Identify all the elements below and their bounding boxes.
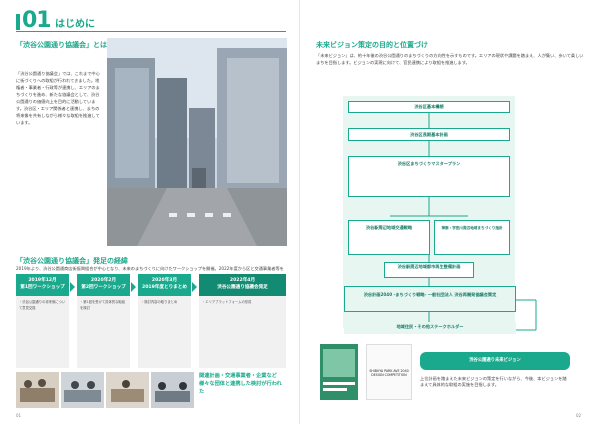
timeline-card-4: 2022年4月 渋谷公園通り協議会発足 ・エリアプラットフォームの形成 (199, 274, 286, 368)
section-title-history: 「渋谷公園通り協議会」発足の経緯 (16, 257, 128, 265)
box-stakeholders: 地域住民・その他ステークホルダー (344, 322, 516, 334)
box-jinnan-guideline: 神南・宇田川周辺地域まちづくり指針 (434, 220, 510, 255)
timeline-head-2: 2020年2月 第2回ワークショップ (77, 274, 130, 296)
workshop-photo-4 (151, 372, 194, 408)
book-cover-2: SHIBUYA PARK AVE 2040 DESIGN COMPETITION (366, 344, 412, 400)
timeline-arrow-3 (192, 282, 197, 292)
book-cover-2-title: SHIBUYA PARK AVE 2040 DESIGN COMPETITION (369, 369, 409, 377)
timeline-date-1: 2019年12月 (28, 278, 57, 283)
box-jinnan-guideline-label: 神南・宇田川周辺地域まちづくり指針 (441, 226, 503, 230)
section-body-council: 「渋谷公園通り協議会」では、これまで中心に街づくりへの取組が行われてきました。地… (16, 71, 100, 125)
box-master-plan-label: 渋谷区まちづくりマスタープラン (397, 161, 461, 166)
timeline-date-4: 2022年4月 (229, 278, 256, 283)
page-spine (299, 0, 300, 424)
history-note: 関連計画・交通事業者・企業など様々な団体と連携した検討が行われた (199, 373, 282, 395)
book-cover-1 (320, 344, 358, 400)
chapter-title: はじめに (55, 19, 95, 30)
timeline-card-1: 2019年12月 第1回ワークショップ ・渋谷公園通りの将来像について意見交換 (16, 274, 69, 368)
section-body-vision: 「未来ビジョン」は、約十年後の渋谷公園通りのまちづくりの方向性を示すものです。エ… (316, 53, 584, 65)
timeline-title-3: 2019年度とりまとめ (142, 284, 187, 290)
box-basic-plan: 渋谷区基本構想 (348, 101, 510, 113)
timeline-body-1: ・渋谷公園通りの将来像について意見交換 (19, 300, 66, 310)
header-rule (16, 31, 286, 32)
page-number-right: 02 (576, 413, 582, 418)
box-future-vision: 渋谷公園通り未来ビジョン (420, 352, 570, 370)
timeline-arrow-2 (131, 282, 136, 292)
box-shibuya-2040: 渋谷計画2040 -まちづくり戦略- 一般社団法人 渋谷再開発協議会策定 (344, 286, 516, 312)
timeline-card-2: 2020年2月 第2回ワークショップ ・第1回を受けて具体的な取組を検討 (77, 274, 130, 368)
box-urban-renewal: 渋谷駅周辺地域都市再生整備計画 (384, 262, 474, 278)
timeline-title-2: 第2回ワークショップ (81, 284, 126, 290)
section-body-history: 2019年より、渋谷公園通商店街振興組合が中心となり、未来のまちづくりに向けたワ… (16, 266, 284, 271)
timeline-title-1: 第1回ワークショップ (20, 284, 65, 290)
timeline-date-2: 2020年2月 (90, 278, 117, 283)
timeline-head-1: 2019年12月 第1回ワークショップ (16, 274, 69, 296)
box-traffic-strategy-label: 渋谷駅周辺地域交通戦略 (365, 225, 413, 230)
box-traffic-strategy: 渋谷駅周辺地域交通戦略 (348, 220, 430, 255)
chapter-number: 01 (22, 8, 52, 33)
timeline-date-3: 2020年3月 (151, 278, 178, 283)
box-long-term-plan: 渋谷区長期基本計画 (348, 128, 510, 141)
timeline-head-4: 2022年4月 渋谷公園通り協議会発足 (199, 274, 286, 296)
timeline-body-3: ・検討内容の取りまとめ (141, 300, 178, 304)
header-accent-bar (16, 14, 20, 30)
timeline-card-3: 2020年3月 2019年度とりまとめ ・検討内容の取りまとめ (138, 274, 191, 368)
vision-footnote: 上位計画を踏まえた未来ビジョンの策定を行いながら、今後、本ビジョンを踏まえて具体… (420, 376, 567, 387)
section-title-council: 「渋谷公園通り協議会」とは (16, 41, 107, 49)
box-master-plan: 渋谷区まちづくりマスタープラン (348, 156, 510, 197)
workshop-photo-3 (106, 372, 149, 408)
street-photo (107, 38, 287, 246)
workshop-photo-2 (61, 372, 104, 408)
timeline-body-2: ・第1回を受けて具体的な取組を検討 (80, 300, 125, 310)
page-number-left: 01 (16, 413, 22, 418)
workshop-photo-1 (16, 372, 59, 408)
timeline-arrow-1 (70, 282, 75, 292)
timeline-head-3: 2020年3月 2019年度とりまとめ (138, 274, 191, 296)
section-title-vision: 未来ビジョン策定の目的と位置づけ (316, 41, 428, 49)
left-page: 01 はじめに 「渋谷公園通り協議会」とは 「渋谷公園通り協議会」では、これまで… (16, 8, 287, 265)
timeline-body-4: ・エリアプラットフォームの形成 (202, 300, 252, 304)
timeline-title-4: 渋谷公園通り協議会発足 (217, 284, 268, 290)
